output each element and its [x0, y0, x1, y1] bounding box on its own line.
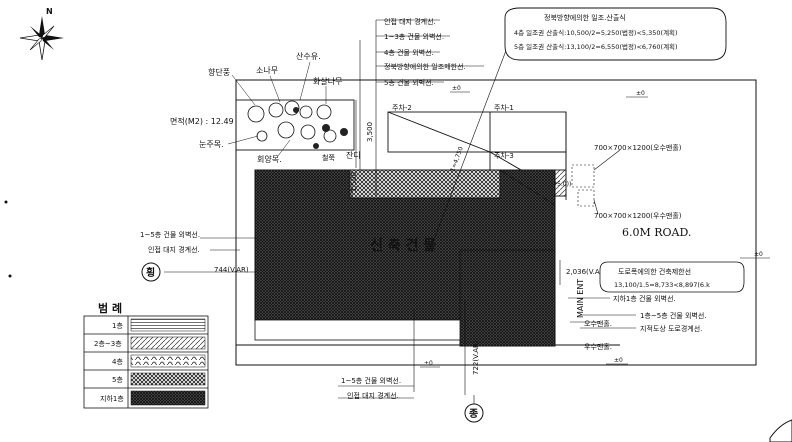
site-boundary [235, 79, 757, 366]
side-marker-bottom [464, 395, 484, 423]
dim-2036: 2,036(V.AR) [566, 268, 608, 276]
road-boundary-label: 지적도상 도로경계선. [640, 324, 702, 333]
north-box-line2: 5층 일조권 산출식:13,100/2=6,550(법정)<6,760(계획) [514, 42, 678, 51]
dim-4750: 1=4,750 [449, 146, 465, 173]
tree-label-1: 향단풍 [208, 67, 230, 77]
sewage-manhole-label: 오수맨홀. [584, 319, 612, 328]
road-label: 6.0M ROAD. [622, 226, 691, 239]
tree-label-8: 철쭉 [322, 153, 335, 162]
legend-label-4: 5층 [112, 375, 123, 384]
north-formula-box [504, 7, 727, 61]
legend-label-1: 1층 [112, 321, 123, 330]
level-mark-e: ±0 [754, 251, 763, 258]
top-callouts [359, 19, 511, 251]
side-marker-left [141, 262, 161, 282]
legend-swatch-1 [130, 318, 206, 332]
side-bottom-label: 종 [469, 408, 478, 420]
wall-5-label: 5층 건물 외벽선. [384, 78, 434, 87]
catch-basin-sewage: 700×700×1200(오수맨홀) [594, 143, 682, 152]
legend-label-2: 2층~3층 [94, 339, 122, 348]
parking-1-label: 주차-1 [494, 103, 514, 112]
parking-2-label: 주차-2 [392, 103, 412, 112]
area-label: 면적(M2) : 12.49 [170, 116, 234, 126]
north-limit-label: 정북방향에의한 일조제한선. [384, 62, 466, 71]
svg-text:N: N [46, 7, 53, 16]
dim-3500: 3,500 [366, 122, 374, 142]
main-entrance-label: MAIN ENT [576, 279, 585, 318]
road-setback-title: 도로폭에의한 건축제한선 [618, 267, 691, 276]
north-box-title: 정북방향에의한 일조.산출식 [544, 13, 626, 22]
side-left-label: 횡 [146, 266, 155, 279]
level-mark-c: ±0 [614, 357, 623, 364]
rain-manhole-label: 우수맨홀. [584, 342, 612, 351]
adj-lot-left-label: 인접 대지 경계선. [148, 245, 200, 254]
tree-label-5: 눈주목. [199, 140, 224, 149]
building-name: 신 축 건 물 [370, 237, 436, 254]
legend-title: 범 례 [98, 301, 122, 315]
legend-swatch-5 [130, 390, 206, 406]
garden-area [235, 99, 355, 151]
tree-label-3: 산수유. [296, 51, 321, 61]
legend: 범 례 1층 2층~3층 4층 5층 지하1층 [83, 301, 209, 409]
legend-label-5: 지하1층 [100, 394, 124, 403]
level-mark-d: ±0 [424, 360, 433, 367]
wall-1-5-bottom-label: 1~5층 건물 외벽선. [341, 376, 401, 385]
north-box-line1: 4층 일조권 산출식:10,500/2=5,250(법정)<5,350(계획) [514, 28, 678, 37]
tree-label-4: 화살나무 [313, 77, 342, 86]
basement-wall-label: 지하1층 건물 외벽선. [613, 294, 676, 303]
tree-label-2: 소나무 [256, 66, 278, 75]
adj-lot-boundary-top: 인접 대지 경계선. [384, 17, 436, 26]
parking-3-label: 주차-3 [494, 151, 514, 160]
wall-1-5-right-label: 1층~5층 건물 외벽선. [640, 311, 707, 320]
scan-marks [4, 200, 792, 442]
main-building [254, 169, 556, 347]
wall-1-5-left-label: 1~5층 건물 외벽선. [140, 230, 200, 239]
wall-4-label: 4층 건물 외벽선. [384, 48, 434, 57]
catch-basin-rain: 700×700×1200(우수맨홀) [594, 211, 682, 220]
legend-swatch-4 [130, 372, 206, 386]
adj-lot-bottom-label: 인접 대지 경계선. [347, 391, 399, 400]
wall-1-3-label: 1~3층 건물 외벽선. [384, 32, 444, 41]
compass-rose-icon: N [19, 7, 64, 61]
tree-label-7: 잔디 [346, 150, 361, 160]
legend-swatch-2 [130, 336, 206, 350]
legend-swatch-3 [130, 354, 206, 368]
dim-1500: 1,500 [350, 172, 358, 192]
level-mark-a: ±0 [452, 85, 461, 92]
legend-label-3: 4층 [112, 357, 123, 366]
dim-722: 722(V.AR) [472, 340, 480, 375]
level-mark-b: ±0 [636, 90, 645, 97]
road-setback-formula: 13,100/1.5=8,733<8,897(6.k [614, 281, 710, 289]
dim-744: 744(V.AR) [214, 266, 249, 274]
tree-label-6: 회양목. [257, 155, 282, 164]
road-setback-box [599, 261, 745, 293]
